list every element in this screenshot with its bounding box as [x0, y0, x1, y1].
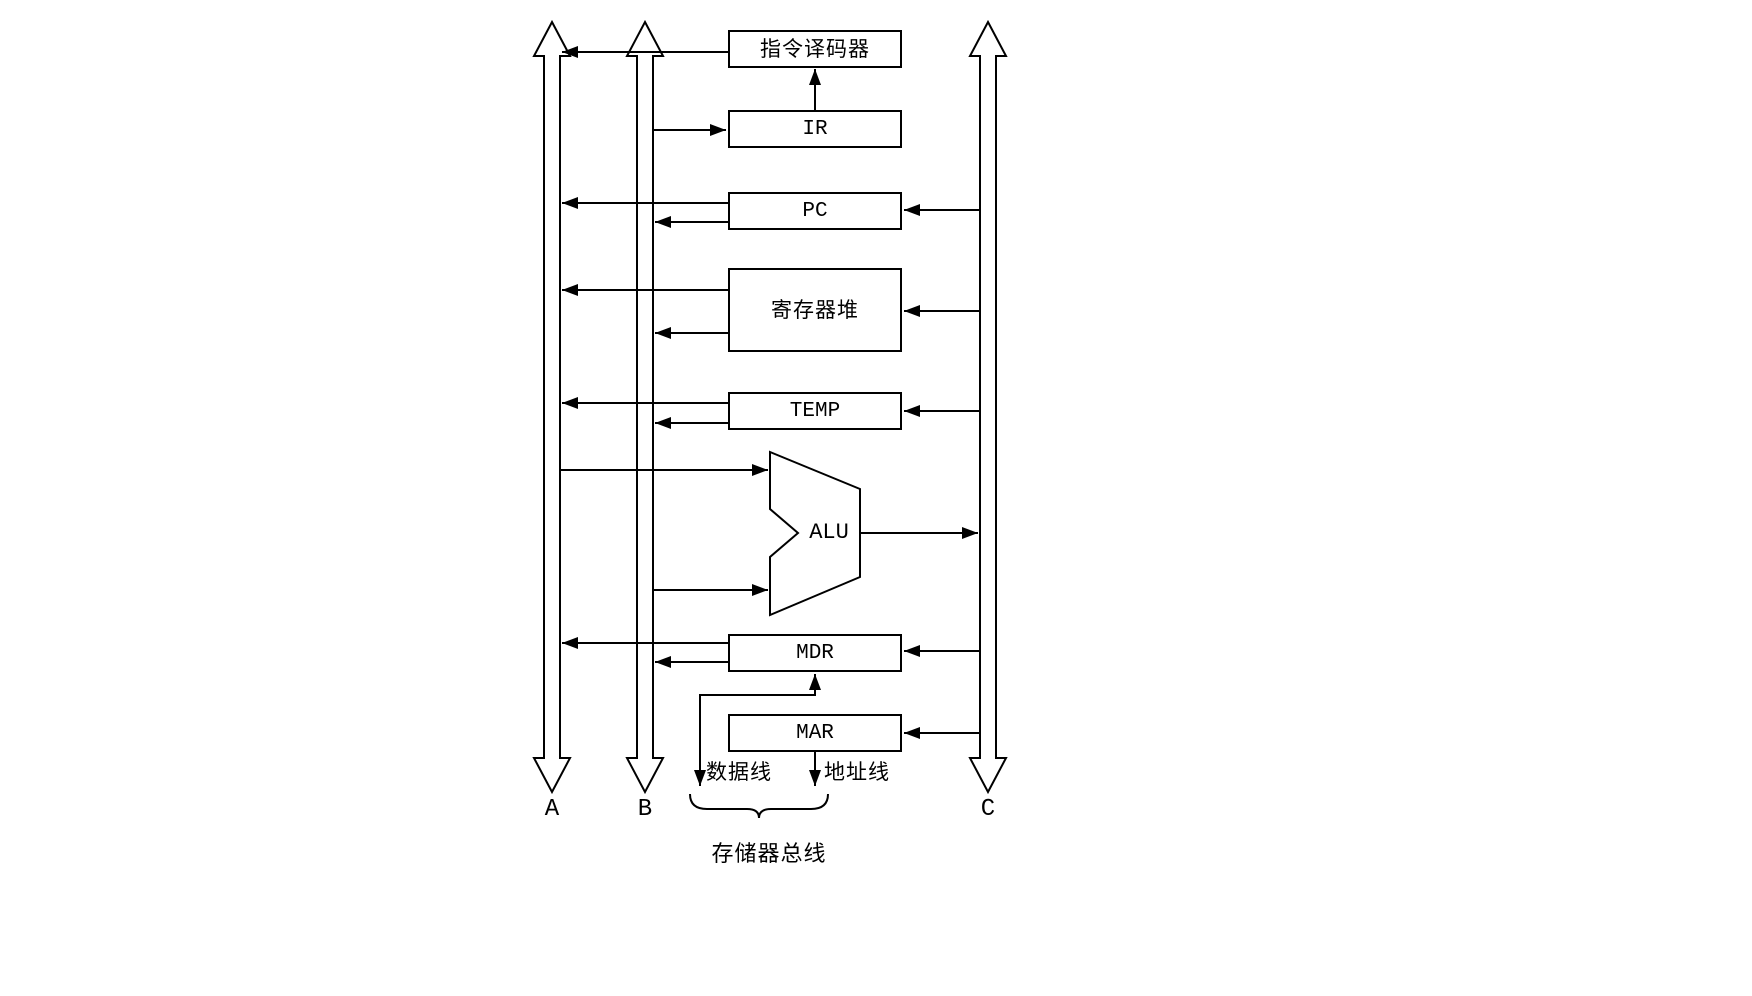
bus-b-shape — [625, 19, 665, 795]
block-instruction-decoder-label: 指令译码器 — [760, 36, 870, 61]
block-ir-label: IR — [802, 117, 828, 141]
block-pc-label: PC — [802, 199, 828, 223]
bus-b-label: B — [637, 796, 653, 823]
bus-c-label: C — [980, 796, 996, 823]
bus-c-shape — [968, 19, 1008, 795]
block-register-file: 寄存器堆 — [728, 268, 902, 352]
block-mdr-label: MDR — [796, 641, 834, 665]
memory-bus-label: 存储器总线 — [711, 842, 827, 867]
block-alu-label: ALU — [809, 520, 849, 545]
block-temp-label: TEMP — [789, 399, 841, 423]
block-mar: MAR — [728, 714, 902, 752]
memory-bus-brace — [689, 793, 829, 819]
block-temp: TEMP — [728, 392, 902, 430]
block-register-file-label: 寄存器堆 — [771, 297, 859, 322]
bus-a-label: A — [544, 796, 560, 823]
block-ir: IR — [728, 110, 902, 148]
data-line-label: 数据线 — [706, 760, 772, 784]
bus-a-shape — [532, 19, 572, 795]
block-mar-label: MAR — [796, 721, 834, 745]
address-line-label: 地址线 — [824, 760, 890, 784]
block-pc: PC — [728, 192, 902, 230]
block-instruction-decoder: 指令译码器 — [728, 30, 902, 68]
block-mdr: MDR — [728, 634, 902, 672]
alu-shape — [769, 450, 861, 617]
